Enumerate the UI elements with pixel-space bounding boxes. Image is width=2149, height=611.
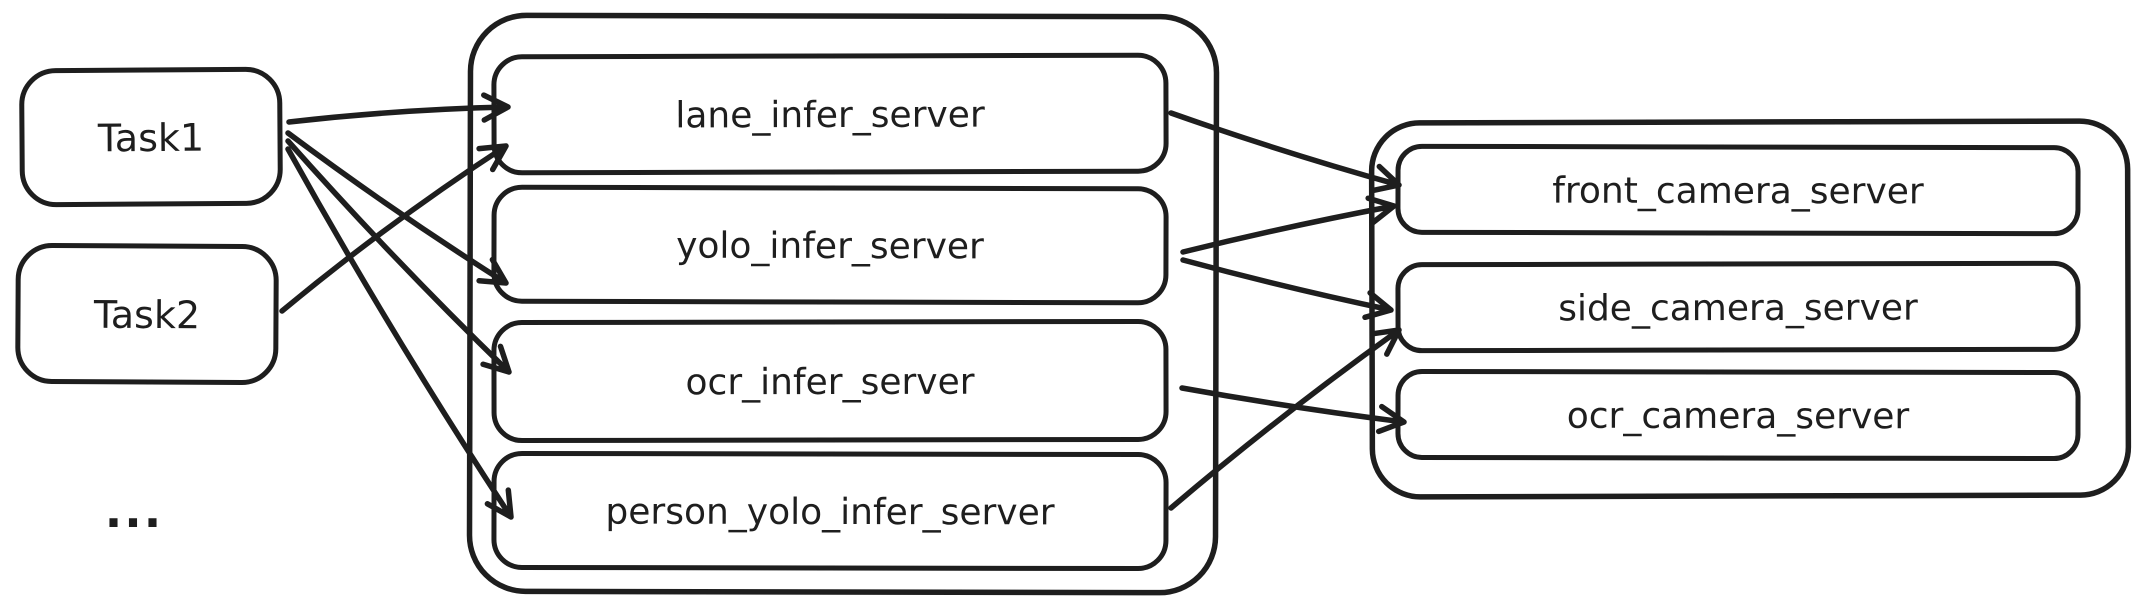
arrow-Task1-to-ocr_infer_server (285, 138, 512, 375)
yolo-infer-server-label: yolo_infer_server (676, 226, 984, 268)
ocr-infer-server-box (491, 318, 1169, 444)
node-lane-infer-server: lane_infer_server (491, 52, 1169, 176)
node-ocr-infer-server: ocr_infer_server (491, 318, 1169, 444)
ocr-camera-server-label: ocr_camera_server (1567, 396, 1910, 438)
person-yolo-infer-server-label: person_yolo_infer_server (605, 492, 1054, 534)
edges-layer (279, 92, 1407, 520)
node-ocr-camera-server: ocr_camera_server (1395, 368, 2081, 462)
front-camera-server-label: front_camera_server (1552, 171, 1924, 213)
infer-server-group: lane_infer_server yolo_infer_server ocr_… (466, 12, 1220, 596)
node-front-camera-server: front_camera_server (1395, 143, 2081, 237)
arrow-Task1-to-person_yolo_infer_server (285, 146, 514, 520)
arrow-yolo_infer_server-to-side_camera_server (1180, 257, 1394, 321)
node-side-camera-server: side_camera_server (1395, 260, 2081, 354)
front-camera-server-box (1395, 143, 2081, 237)
node-task1: Task1 (19, 66, 283, 208)
arrow-Task2-to-lane_infer_server (279, 143, 509, 314)
camera-group-container (1368, 118, 2132, 500)
side-camera-server-label: side_camera_server (1558, 288, 1918, 330)
arrow-person_yolo_infer_server-to-side_camera_server (1168, 327, 1402, 511)
infer-group-container (466, 12, 1220, 596)
arrow-lane_infer_server-to-front_camera_server (1168, 110, 1402, 194)
task2-label: Task2 (93, 293, 200, 338)
ocr-camera-server-box (1395, 368, 2081, 462)
node-yolo-infer-server: yolo_infer_server (491, 184, 1169, 306)
camera-server-group: front_camera_server side_camera_server o… (1368, 118, 2132, 500)
node-person-yolo-infer-server: person_yolo_infer_server (491, 450, 1169, 572)
task2-box (15, 243, 279, 385)
lane-infer-server-label: lane_infer_server (675, 95, 985, 137)
task1-label: Task1 (97, 116, 205, 161)
node-task2: Task2 (15, 243, 279, 385)
ocr-infer-server-label: ocr_infer_server (685, 362, 974, 404)
arrow-Task1-to-lane_infer_server (286, 92, 511, 125)
side-camera-server-box (1395, 260, 2081, 354)
tasks-ellipsis: ... (105, 484, 163, 538)
arrow-yolo_infer_server-to-front_camera_server (1180, 195, 1397, 255)
arrow-Task1-to-yolo_infer_server (285, 130, 509, 286)
task1-box (19, 66, 283, 208)
task-nodes: Task1 Task2 ... (15, 66, 283, 538)
yolo-infer-server-box (491, 184, 1169, 306)
